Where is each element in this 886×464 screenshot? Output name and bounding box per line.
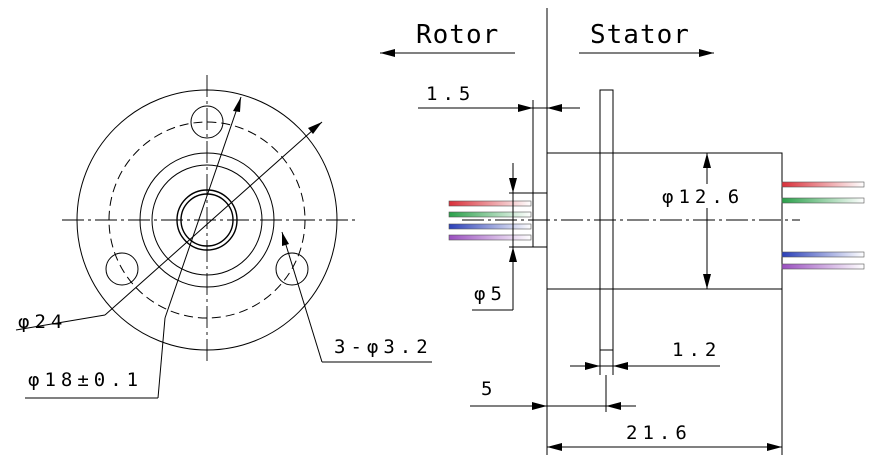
mount-hole-top xyxy=(190,105,224,139)
holes-leader xyxy=(281,231,323,363)
wire-right-purple xyxy=(781,263,865,270)
d24-leader-tail xyxy=(15,314,106,331)
holes-arrow-head xyxy=(282,232,289,246)
rotor-label: Rotor xyxy=(416,20,499,50)
mount-hole-right xyxy=(275,252,309,286)
stator-label: Stator xyxy=(590,20,690,50)
dim-1-2-arrow-right xyxy=(613,362,628,370)
dim-5b-label: 5 xyxy=(481,378,497,400)
dim-5-arrow-top xyxy=(509,178,517,193)
dim-12-6-label-bg xyxy=(658,184,752,208)
d24-arrow-head xyxy=(308,122,322,134)
d18-circle xyxy=(139,152,275,288)
dim-5-arrow-bottom xyxy=(509,247,517,262)
holes-label: 3-φ3.2 xyxy=(334,336,433,358)
dim-12-6-arrow-bottom xyxy=(703,274,711,289)
mount-hole-left xyxy=(105,252,139,286)
dim-21-6-label: 21.6 xyxy=(626,422,692,444)
wire-left-green xyxy=(448,211,532,218)
bolt-circle xyxy=(108,121,306,319)
d24-leader xyxy=(104,121,323,316)
shaft-outer-circle xyxy=(176,189,238,251)
d18-leader-drop xyxy=(157,317,166,399)
rotor-arrow-head xyxy=(380,49,395,57)
dim-5b-arrow-left xyxy=(532,402,547,410)
wire-right-red xyxy=(781,181,865,188)
dim-1-2-label: 1.2 xyxy=(672,339,721,361)
dim-21-6-arrow-right xyxy=(767,443,782,451)
wire-left-red xyxy=(448,200,532,207)
dim-12-6-label: φ12.6 xyxy=(662,186,744,208)
dim-21-6-arrow-left xyxy=(547,443,562,451)
d18-leader xyxy=(164,96,242,319)
side-view: Rotor Stator 1.5 φ12.6 xyxy=(380,8,865,455)
dim-5-label: φ5 xyxy=(474,283,507,305)
front-view: φ24 φ18±0.1 3-φ3.2 xyxy=(15,75,433,399)
stator-body xyxy=(546,152,783,290)
outer-flange-circle xyxy=(76,89,338,351)
wire-right-green xyxy=(781,197,865,204)
body-circle xyxy=(151,164,263,276)
wire-left-blue xyxy=(448,223,532,230)
dim-1-2-arrow-left xyxy=(585,362,600,370)
dim-1-5-arrow-left xyxy=(518,104,533,112)
wire-left-purple xyxy=(448,234,532,241)
stator-arrow-head xyxy=(699,49,714,57)
dim-1-5-label: 1.5 xyxy=(426,83,475,105)
d18-arrow-head xyxy=(233,97,241,112)
wire-right-blue xyxy=(781,251,865,258)
shaft-inner-circle xyxy=(180,193,234,247)
dim-1-5-arrow-right xyxy=(547,104,562,112)
d18-label: φ18±0.1 xyxy=(28,369,143,391)
dim-12-6-arrow-top xyxy=(703,153,711,168)
d24-label: φ24 xyxy=(18,311,67,333)
dim-5b-arrow-right xyxy=(606,402,621,410)
